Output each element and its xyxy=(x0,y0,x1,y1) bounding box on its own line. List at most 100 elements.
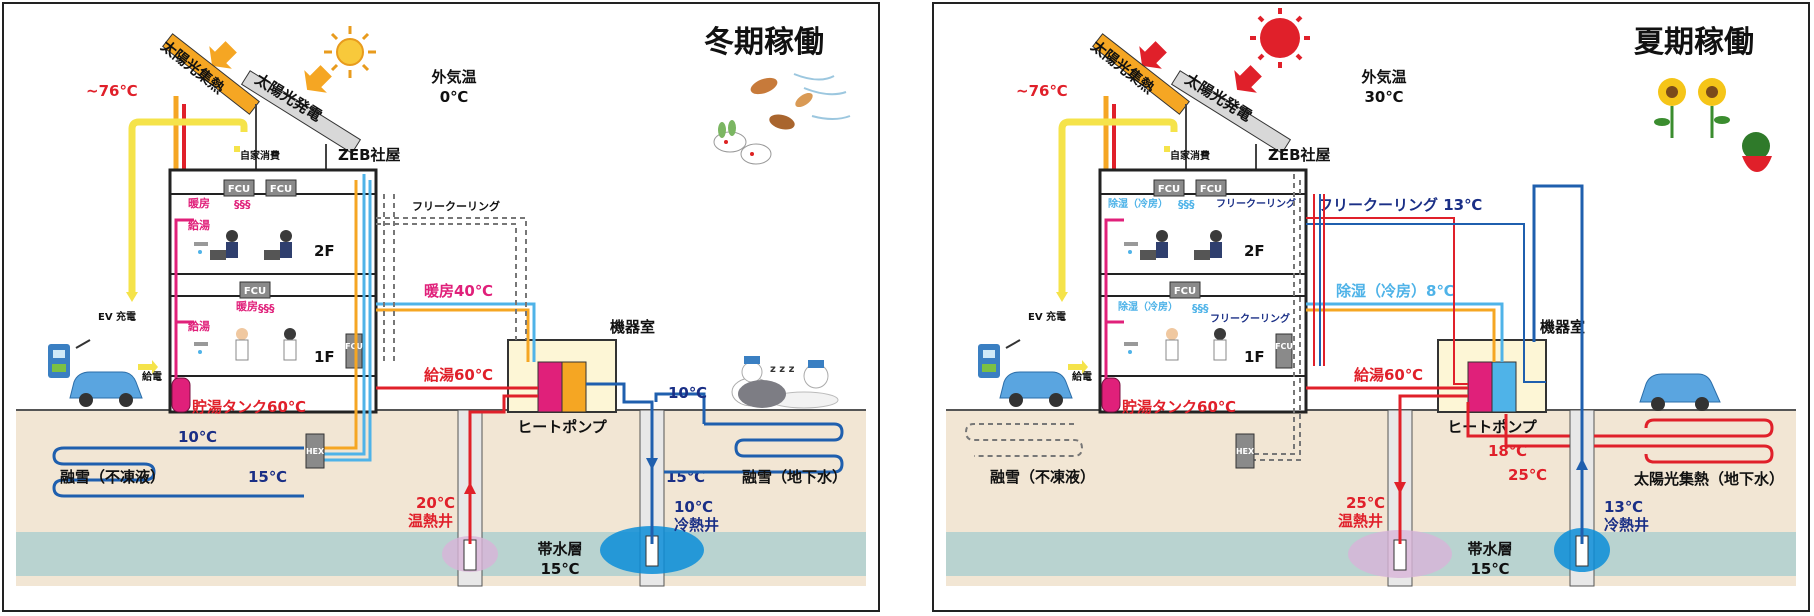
summer-operation-panel: 夏期稼働 外気温 30℃ 太陽光集熱 太陽光発電 ~76℃ xyxy=(932,2,1810,612)
floor2-label-c: フリークーリング xyxy=(1216,197,1296,210)
snow-rabbit-icon xyxy=(713,120,772,165)
fcu-unit xyxy=(1153,179,1185,197)
office-workers-icon xyxy=(1140,230,1227,361)
aquifer-temp: 15℃ xyxy=(1470,560,1509,578)
building-label: ZEB社屋 xyxy=(1268,146,1331,164)
outside-temp-value: 0℃ xyxy=(440,88,469,106)
floor-1f: 1F xyxy=(314,348,335,366)
faucet-icon xyxy=(1124,242,1138,354)
solar-thermal-label: 太陽光集熱 xyxy=(1088,37,1158,97)
left-loop-temp-1: 18℃ xyxy=(1488,442,1527,460)
heat-pump-label: ヒートポンプ xyxy=(517,418,608,436)
svg-text:FCU: FCU xyxy=(1158,184,1180,195)
building-label: ZEB社屋 xyxy=(338,146,401,164)
sunlight-arrow-icon xyxy=(1139,41,1167,69)
fcu-unit xyxy=(265,179,297,197)
fcu-unit-vertical xyxy=(345,333,363,369)
svg-text:§§§: §§§ xyxy=(258,302,275,315)
self-consumption-label: 自家消費 xyxy=(240,149,280,162)
floor-2f: 2F xyxy=(1244,242,1265,260)
fcu-unit xyxy=(239,281,271,299)
panel-title: 冬期稼働 xyxy=(704,25,824,60)
heat-pump-hot-side xyxy=(1467,361,1493,413)
cold-well-temp: 13℃ xyxy=(1604,498,1643,516)
floor-2f: 2F xyxy=(314,242,335,260)
office-workers-icon xyxy=(210,230,297,361)
heat-pump-hot-side xyxy=(537,361,563,413)
ev-charger-icon xyxy=(48,339,91,378)
right-loop-temp-1: 10℃ xyxy=(668,384,707,402)
heat-pump-cold-side xyxy=(1491,361,1517,413)
svg-text:§§§: §§§ xyxy=(234,198,251,211)
right-loop-label: 太陽光集熱（地下水） xyxy=(1634,470,1784,488)
storage-tank xyxy=(1101,377,1121,413)
left-loop-label: 融雪（不凍液） xyxy=(60,468,165,486)
sleeping-cat-icon: z z z xyxy=(738,364,795,408)
car-icon xyxy=(1639,373,1721,411)
svg-text:FCU: FCU xyxy=(244,286,266,297)
free-cooling-label: フリークーリング 13℃ xyxy=(1318,196,1482,214)
free-cooling-label: フリークーリング xyxy=(412,199,500,213)
power-supply-label: 給電 xyxy=(1072,370,1092,383)
machine-room-label: 機器室 xyxy=(1540,318,1585,336)
snowmelt-coil-right xyxy=(664,422,844,474)
floor-1f: 1F xyxy=(1244,348,1265,366)
cooling-loop-label: 除湿（冷房）8℃ xyxy=(1336,282,1455,300)
aquifer-label: 帯水層 xyxy=(537,540,582,558)
outside-temp-label: 外気温 xyxy=(430,68,476,86)
self-consumption-label: 自家消費 xyxy=(1170,149,1210,162)
svg-text:FCU: FCU xyxy=(1174,286,1196,297)
svg-text:FCU: FCU xyxy=(345,342,363,351)
hex-unit xyxy=(305,433,325,469)
floor1-label-c: フリークーリング xyxy=(1210,312,1290,325)
heat-wave-icon: §§§ §§§ xyxy=(234,198,275,315)
heat-pump-label: ヒートポンプ xyxy=(1447,418,1538,436)
zeb-building xyxy=(168,168,378,414)
sunlight-arrow-icon xyxy=(304,65,332,93)
ev-charge-label: EV 充電 xyxy=(98,310,136,323)
right-loop-label: 融雪（地下水） xyxy=(742,468,847,486)
fcu-unit-vertical xyxy=(1275,333,1293,369)
floor1-label-a: 除湿（冷房） xyxy=(1118,300,1178,313)
sun-icon xyxy=(1250,8,1310,68)
svg-text:z z z: z z z xyxy=(770,364,795,375)
cold-well-label: 冷熱井 xyxy=(674,516,719,534)
solar-temp: ~76℃ xyxy=(1016,82,1068,100)
fcu-unit xyxy=(1195,179,1227,197)
svg-text:HEX: HEX xyxy=(306,447,325,456)
hot-well-temp: 20℃ xyxy=(416,494,455,512)
cold-well-label: 冷熱井 xyxy=(1604,516,1649,534)
floor2-label-a: 除湿（冷房） xyxy=(1108,197,1168,210)
floor1-label-a: 暖房 xyxy=(236,299,258,313)
winter-diagram: 冬期稼働 外気温 0℃ 太陽光集熱 太陽光発電 ~ xyxy=(16,25,866,587)
storage-tank-label: 貯湯タンク60℃ xyxy=(1122,398,1236,416)
left-loop-temp-2: 25℃ xyxy=(1508,466,1547,484)
storage-tank-label: 貯湯タンク60℃ xyxy=(192,398,306,416)
watermelon-icon xyxy=(1742,132,1772,172)
aquifer-temp: 15℃ xyxy=(540,560,579,578)
outside-temp-value: 30℃ xyxy=(1364,88,1403,106)
winter-operation-panel: 冬期稼働 外気温 0℃ 太陽光集熱 太陽光発電 ~ xyxy=(2,2,880,612)
svg-text:FCU: FCU xyxy=(1200,184,1222,195)
outside-temp-label: 外気温 xyxy=(1360,68,1406,86)
faucet-icon xyxy=(194,242,208,354)
heat-pump-cold-side xyxy=(561,361,587,413)
storage-tank xyxy=(171,377,191,413)
ev-charger-icon xyxy=(978,339,1021,378)
hot-supply-label: 給湯60℃ xyxy=(1354,366,1423,384)
snowmelt-coil-left xyxy=(52,446,304,498)
solar-temp: ~76℃ xyxy=(86,82,138,100)
ev-charge-label: EV 充電 xyxy=(1028,310,1066,323)
fcu-unit xyxy=(223,179,255,197)
cooling-wave-icon: §§§ §§§ xyxy=(1178,198,1209,315)
solar-thermal-label: 太陽光集熱 xyxy=(158,37,228,97)
snowmelt-coil-left-inactive xyxy=(964,423,1084,457)
zeb-building xyxy=(1098,168,1308,414)
sunflower-icon xyxy=(1654,78,1730,138)
sun-icon xyxy=(324,26,376,78)
svg-text:FCU: FCU xyxy=(1275,342,1293,351)
sunlight-arrow-icon xyxy=(1234,65,1262,93)
svg-text:§§§: §§§ xyxy=(1178,198,1195,211)
solar-thermal-collector: 太陽光集熱 xyxy=(1088,33,1190,115)
car-icon xyxy=(69,371,143,407)
